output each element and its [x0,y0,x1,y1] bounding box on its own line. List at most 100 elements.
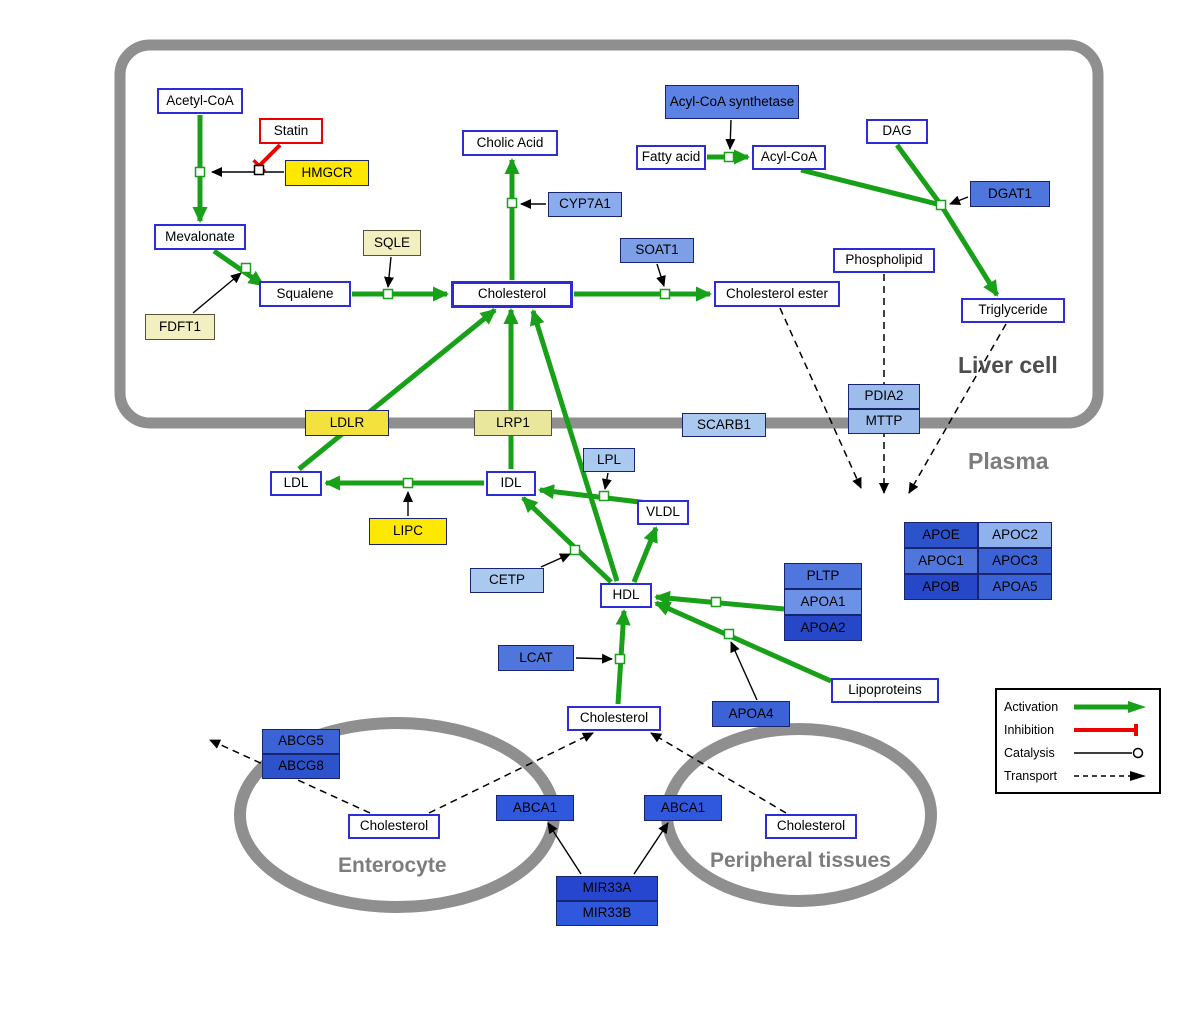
node-lipc[interactable]: LIPC [369,517,447,545]
node-apoa4[interactable]: APOA4 [712,701,790,727]
edge-fdft1-catalysis [192,272,242,314]
edge-soat1-catalysis [656,263,666,287]
reaction-anchor [194,166,206,178]
enterocyte-label: Enterocyte [338,854,447,877]
edge-junction-triglyceride [938,203,1000,297]
node-apoc1[interactable]: APOC1 [904,548,978,574]
node-cholesterol-plasma[interactable]: Cholesterol [567,705,661,731]
transport-dashed-arrow-icon [1074,770,1146,781]
node-acyl-coa[interactable]: Acyl-CoA [752,144,826,170]
activation-arrow-icon [1074,700,1146,713]
catalysis-anchor [253,164,265,176]
node-mttp[interactable]: MTTP [848,408,920,434]
node-hmgcr[interactable]: HMGCR [285,160,369,186]
legend-item-inhibition: Inhibition [1004,718,1152,741]
node-apoa1[interactable]: APOA1 [784,589,862,615]
edge-acylcoa-junction [800,167,942,208]
edge-acylcoasynthetase-catalysis [725,119,736,150]
node-mir33b[interactable]: MIR33B [556,900,658,926]
legend-item-transport: Transport [1004,764,1152,787]
legend-item-label: Catalysis [1004,745,1055,760]
node-scarb1[interactable]: SCARB1 [682,413,766,437]
catalysis-circle-icon [1074,747,1144,758]
node-cholic-acid[interactable]: Cholic Acid [462,130,558,156]
node-apoa2[interactable]: APOA2 [784,615,862,641]
node-apoe[interactable]: APOE [904,522,978,548]
edge-sqle-catalysis [384,256,394,288]
node-abca1-left[interactable]: ABCA1 [496,795,574,821]
reaction-anchor [723,151,735,163]
edge-lipoproteins-hdl [654,600,833,684]
edge-lcat-catalysis [575,653,613,664]
node-dgat1[interactable]: DGAT1 [970,181,1050,207]
reaction-anchor [382,288,394,300]
node-lcat[interactable]: LCAT [498,645,574,671]
node-idl[interactable]: IDL [486,470,536,496]
node-cholesterol-peripheral[interactable]: Cholesterol [765,813,857,839]
peripheral-tissues-label: Peripheral tissues [710,849,891,872]
node-cholesterol-liver[interactable]: Cholesterol [451,280,573,308]
edge-dag-junction [894,143,944,207]
node-abca1-right[interactable]: ABCA1 [644,795,722,821]
reaction-anchor [659,288,671,300]
edge-mir33-abca1-right [633,822,669,875]
edge-statin-inhibition [252,143,282,173]
edge-vldl-idl [538,484,649,506]
edge-hdl-idl [521,496,613,584]
node-apoc3[interactable]: APOC3 [978,548,1052,574]
liver-cell-membrane [114,39,1104,429]
edge-lpl-catalysis [601,472,612,490]
node-apob[interactable]: APOB [904,574,978,600]
node-fatty-acid[interactable]: Fatty acid [636,144,706,170]
reaction-anchor [598,490,610,502]
reaction-anchor [506,197,518,209]
node-vldl[interactable]: VLDL [637,499,689,525]
edge-mevalonate-squalene [212,248,265,288]
node-cholesterol-ester[interactable]: Cholesterol ester [714,281,840,307]
edge-enterocyte-cholesterol-plasma [428,732,594,814]
node-sqle[interactable]: SQLE [363,230,421,256]
edge-dgat1-catalysis [949,195,969,206]
edge-hdl-cholesterol-uptake [529,309,620,582]
node-cholesterol-enterocyte[interactable]: Cholesterol [348,813,440,839]
reaction-anchor [569,544,581,556]
node-ldlr[interactable]: LDLR [305,410,389,436]
node-lipoproteins[interactable]: Lipoproteins [831,677,939,703]
node-acyl-coa-synthetase[interactable]: Acyl-CoA synthetase [665,85,799,119]
node-statin[interactable]: Statin [259,118,323,144]
node-apoc2[interactable]: APOC2 [978,522,1052,548]
node-hdl[interactable]: HDL [600,582,652,608]
legend-item-activation: Activation [1004,695,1152,718]
node-ldl[interactable]: LDL [270,470,322,496]
reaction-anchor [402,477,414,489]
legend-item-label: Inhibition [1004,722,1055,737]
node-fdft1[interactable]: FDFT1 [145,314,215,340]
legend-item-label: Activation [1004,699,1059,714]
legend-item-catalysis: Catalysis [1004,741,1152,764]
node-abcg5[interactable]: ABCG5 [262,728,340,754]
edge-triglyceride-transport [908,323,1007,494]
reaction-anchor [614,653,626,665]
node-lrp1[interactable]: LRP1 [474,410,552,436]
node-dag[interactable]: DAG [866,118,928,144]
node-triglyceride[interactable]: Triglyceride [961,297,1065,323]
plasma-label: Plasma [968,448,1049,474]
inhibition-tee-icon [1074,723,1138,736]
node-apoa5[interactable]: APOA5 [978,574,1052,600]
node-lpl[interactable]: LPL [583,448,635,472]
node-acetyl-coa[interactable]: Acetyl-CoA [157,88,243,114]
node-mir33a[interactable]: MIR33A [556,875,658,901]
node-squalene[interactable]: Squalene [259,281,351,307]
node-soat1[interactable]: SOAT1 [620,237,694,263]
node-cyp7a1[interactable]: CYP7A1 [548,191,622,217]
node-mevalonate[interactable]: Mevalonate [154,224,246,250]
edge-hdl-vldl [631,526,659,583]
node-abcg8[interactable]: ABCG8 [262,753,340,779]
node-phospholipid[interactable]: Phospholipid [833,247,935,273]
node-pdia2[interactable]: PDIA2 [848,383,920,409]
node-pltp[interactable]: PLTP [784,563,862,589]
liver-cell-label: Liver cell [958,352,1058,378]
node-cetp[interactable]: CETP [470,567,544,593]
